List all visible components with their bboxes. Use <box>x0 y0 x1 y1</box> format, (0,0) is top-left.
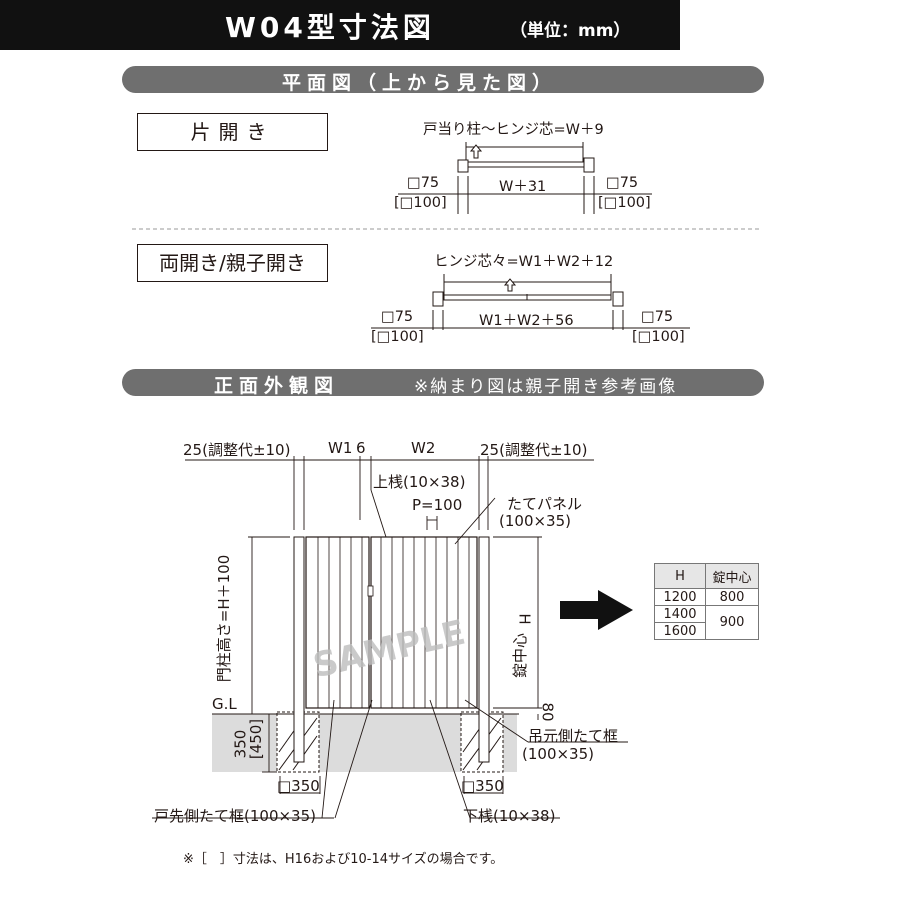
plan-section-bar: 平面図（上から見た図） <box>122 66 764 94</box>
double-dim-bottom: W1＋W2＋56 <box>479 313 574 329</box>
single-dim-bottom: W＋31 <box>499 179 547 195</box>
table-header-row: H 錠中心 <box>654 563 759 589</box>
table-row: 1400 900 <box>654 605 759 640</box>
cell-h: 1600 <box>654 622 706 640</box>
single-swing-label: 片開き <box>137 113 328 151</box>
footnote: ※［ ］寸法は、H16および10-14サイズの場合です。 <box>183 852 504 867</box>
hinge-frame-label: 吊元側たて框 <box>528 727 619 745</box>
hinge-frame-size-label: (100×35) <box>522 745 594 763</box>
adjust-left-label: 25(調整代±10) <box>183 441 291 459</box>
gate-leaf-left <box>305 536 370 709</box>
front-section-bar: 正面外観図 ※納まり図は親子開き参考画像 <box>122 369 764 397</box>
gl-label: G.L <box>212 695 237 713</box>
double-post-right: □75 <box>641 309 674 325</box>
cell-lock: 800 <box>705 588 759 606</box>
footing-left-label: □350 <box>277 777 320 795</box>
cell-lock: 900 <box>705 605 759 640</box>
arrow-right-icon <box>560 590 633 630</box>
pitch-label: P=100 <box>412 496 463 514</box>
unit-label: （単位：mm） <box>510 21 631 41</box>
double-post-right-alt: [□100] <box>632 329 685 345</box>
gap-label: 6 <box>356 439 366 457</box>
double-dim-top: ヒンジ芯々=W1＋W2＋12 <box>434 254 614 270</box>
lock-height-table: H 錠中心 1200 800 1400 900 1600 <box>654 563 759 640</box>
single-post-right: □75 <box>606 175 639 191</box>
double-post-left: □75 <box>381 309 414 325</box>
table-row: 1600 <box>654 622 759 640</box>
footing-right-label: □350 <box>461 777 504 795</box>
h-label: H <box>515 613 534 625</box>
front-section-note: ※納まり図は親子開き参考画像 <box>414 377 678 397</box>
cell-h: 1400 <box>654 605 706 623</box>
title-bar: W04型寸法図 （単位：mm） <box>0 0 680 50</box>
plan-section-title: 平面図（上から見た図） <box>282 72 558 94</box>
right-post <box>478 536 490 763</box>
latch-frame-label: 戸先側たて框(100×35) <box>154 807 316 825</box>
lock-center-label: 錠中心 <box>511 632 530 679</box>
post-height-label: 門柱高さ=H＋100 <box>215 554 234 683</box>
cell-h: 1200 <box>654 588 706 606</box>
single-post-left-alt: [□100] <box>394 195 447 211</box>
bottom-gap-label: 80 <box>538 702 557 722</box>
front-section-title: 正面外観図 <box>214 375 340 397</box>
latch-handle <box>367 585 374 597</box>
double-swing-label: 両開き/親子開き <box>137 244 328 282</box>
header-h: H <box>654 563 706 589</box>
header-lock: 錠中心 <box>705 563 759 589</box>
double-post-left-alt: [□100] <box>371 329 424 345</box>
bottom-rail-label: 下桟(10×38) <box>463 807 556 825</box>
gate-leaf-right <box>370 536 478 709</box>
page-title: W04型寸法図 <box>225 11 435 44</box>
left-post <box>293 536 305 763</box>
w2-label: W2 <box>411 439 436 457</box>
top-rail-label: 上桟(10×38) <box>373 473 466 491</box>
single-post-right-alt: [□100] <box>598 195 651 211</box>
w1-label: W1 <box>328 439 353 457</box>
panel-size-label: (100×35) <box>499 512 571 530</box>
depth-alt-label: [450] <box>247 718 266 760</box>
adjust-right-label: 25(調整代±10) <box>480 441 588 459</box>
table-row: 1200 800 <box>654 588 759 606</box>
panel-label: たてパネル <box>507 495 583 513</box>
single-post-left: □75 <box>407 175 440 191</box>
single-dim-top: 戸当り柱〜ヒンジ芯=W＋9 <box>423 122 604 138</box>
